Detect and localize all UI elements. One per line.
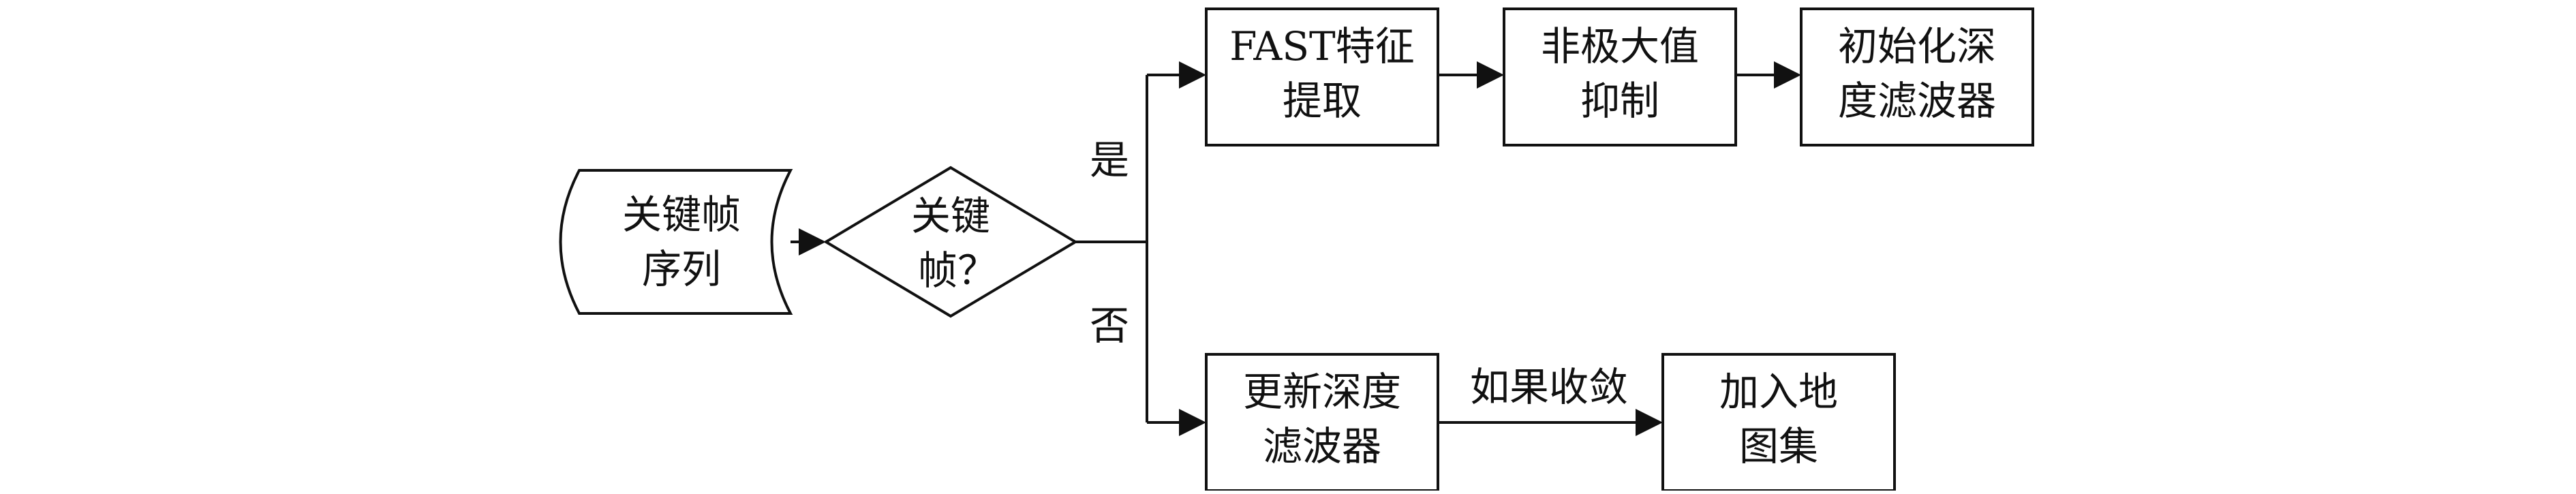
- input-node-label-line2: 序列: [642, 246, 721, 292]
- init-node-shape: [1800, 7, 2034, 146]
- edge-label-no: 否: [1090, 303, 1129, 349]
- decision-node-shape: [823, 166, 1078, 318]
- decision-node-label-line2: 帧？: [918, 247, 997, 294]
- init-node-label-line1: 初始化深: [1838, 23, 1996, 70]
- edge-label-yes: 是: [1090, 137, 1129, 183]
- addmap-node-label-line2: 图集: [1739, 423, 1818, 469]
- nms-node-label-line2: 抑制: [1580, 78, 1659, 124]
- edge-label-converge: 如果收敛: [1470, 364, 1628, 410]
- decision-node-label-line1: 关键: [911, 193, 990, 239]
- init-node-label-line2: 度滤波器: [1838, 78, 1996, 124]
- nms-node-label-line1: 非极大值: [1541, 23, 1699, 70]
- input-node-label-line1: 关键帧: [622, 191, 741, 238]
- addmap-node-label-line1: 加入地: [1719, 369, 1838, 415]
- update-node-label-line1: 更新深度: [1243, 369, 1401, 415]
- update-node-label-line2: 滤波器: [1263, 423, 1381, 469]
- fast-node-shape: [1205, 7, 1439, 146]
- fast-node-label-line2: 提取: [1283, 78, 1362, 124]
- input-node-shape: [559, 169, 793, 315]
- fast-node-label-line1: FAST特征: [1229, 23, 1415, 70]
- nms-node-shape: [1503, 7, 1737, 146]
